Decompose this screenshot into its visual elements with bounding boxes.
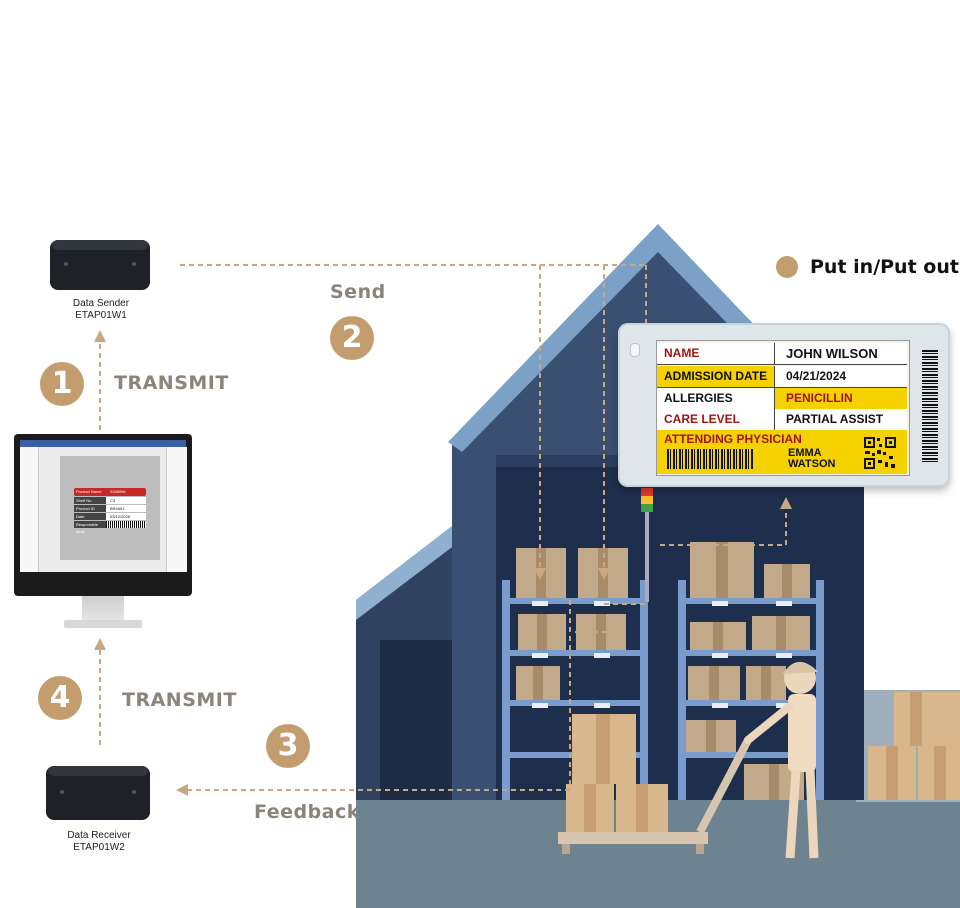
tag-barcode: [667, 449, 753, 469]
tag-row-allergies: ALLERGIES PENICILLIN: [657, 388, 907, 410]
form-label: Product Name: [74, 488, 106, 496]
step-2-label: Send: [330, 281, 386, 303]
tag-value: JOHN WILSON: [786, 346, 878, 361]
tag-value: PARTIAL ASSIST: [786, 412, 884, 426]
tag-row-name: NAME JOHN WILSON: [657, 343, 907, 365]
flow-arrowheads: [94, 330, 792, 796]
step-2-badge: 2: [330, 316, 374, 360]
worker-figure: [744, 662, 819, 859]
tag-value: PENICILLIN: [775, 388, 907, 409]
data-sender-model: ETAP01W1: [75, 310, 127, 321]
tag-physician-block: ATTENDING PHYSICIAN EMMA WATSON: [657, 430, 907, 474]
tag-physician-last: WATSON: [788, 458, 836, 470]
monitor-base: [64, 620, 142, 628]
label-form: Product Name 2345996 Shelf No. C3 Produc…: [74, 488, 146, 534]
esl-tag-screen: NAME JOHN WILSON ADMISSION DATE 04/21/20…: [656, 340, 910, 476]
app-toolbar: [20, 440, 186, 447]
data-sender-device: [50, 240, 150, 290]
step-3-badge: 3: [266, 724, 310, 768]
data-sender-label: Data Sender ETAP01W1: [46, 298, 156, 322]
form-label: Date: [74, 513, 106, 520]
tag-side-barcode: [922, 350, 938, 462]
tag-label: ADMISSION DATE: [657, 366, 775, 387]
flow-lines: [99, 264, 787, 791]
monitor-stand: [82, 596, 124, 622]
data-receiver-name: Data Receiver: [67, 830, 131, 841]
form-label: Shelf No.: [74, 497, 106, 504]
step-1-badge: 1: [40, 362, 84, 406]
form-value: 03/12/2026: [106, 513, 146, 520]
qr-code-icon: [863, 436, 897, 470]
monitor: Product Name 2345996 Shelf No. C3 Produc…: [14, 434, 192, 596]
tag-label: ALLERGIES: [657, 388, 775, 409]
tag-row-admission: ADMISSION DATE 04/21/2024: [657, 366, 907, 388]
tag-physician-first: EMMA: [788, 447, 822, 459]
legend-label: Put in/Put out: [810, 256, 959, 278]
data-sender-name: Data Sender: [72, 298, 130, 309]
step-3-label: Feedback: [254, 801, 360, 823]
form-barcode: [106, 521, 146, 528]
step-4-label: TRANSMIT: [122, 689, 237, 711]
step-4-badge: 4: [38, 676, 82, 720]
data-receiver-model: ETAP01W2: [73, 842, 125, 853]
form-label: Responsible dealt: [74, 521, 106, 534]
tag-value: 04/21/2024: [775, 366, 907, 387]
tag-row-care-level: CARE LEVEL PARTIAL ASSIST: [657, 409, 907, 431]
monitor-screen: Product Name 2345996 Shelf No. C3 Produc…: [20, 440, 187, 572]
app-sidebar: [20, 447, 39, 572]
form-value: 2345996: [106, 488, 146, 496]
tag-label: NAME: [657, 343, 775, 364]
app-properties-panel: [166, 447, 187, 572]
form-value: C3: [106, 497, 146, 504]
data-receiver-device: [46, 766, 150, 820]
tag-led-icon: [630, 343, 640, 357]
legend-dot: [776, 256, 798, 278]
indicator-light: [641, 488, 653, 602]
left-door: [380, 640, 454, 800]
hand-cart: [558, 714, 752, 854]
form-label: Product ID: [74, 505, 106, 512]
tag-physician-name: EMMA WATSON: [788, 448, 835, 470]
form-value: BR4651: [106, 505, 146, 512]
design-canvas: Product Name 2345996 Shelf No. C3 Produc…: [60, 456, 160, 560]
step-1-label: TRANSMIT: [114, 372, 229, 394]
tag-label: CARE LEVEL: [657, 409, 775, 430]
tag-physician-label: ATTENDING PHYSICIAN: [664, 432, 802, 446]
outside-boxes: [868, 692, 960, 800]
left-roof: [356, 520, 472, 620]
data-receiver-label: Data Receiver ETAP01W2: [44, 830, 154, 854]
